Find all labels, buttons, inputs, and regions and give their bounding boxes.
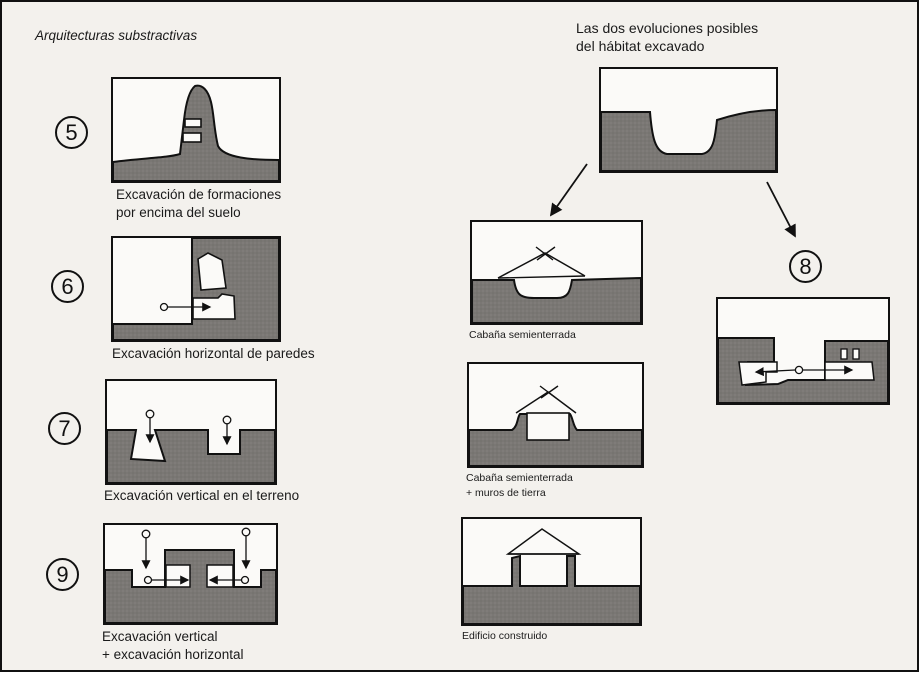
panel-9-number: 9: [46, 558, 79, 591]
panel-7-figure: [105, 379, 277, 485]
panel-7-number: 7: [48, 412, 81, 445]
panel-6-figure: [111, 236, 281, 342]
panel-6-number: 6: [51, 270, 84, 303]
right-header-line-1: Las dos evoluciones posibles: [576, 20, 759, 36]
half-buried-hut-figure: [470, 220, 643, 325]
hut-earth-walls-caption-line-2: + muros de tierra: [466, 487, 546, 499]
panel-5-number: 5: [55, 116, 88, 149]
panel-8-number: 8: [789, 250, 822, 283]
excavated-habitat-figure: [549, 67, 796, 238]
panel-7-caption: Excavación vertical en el terreno: [104, 488, 300, 503]
panel-9-caption-line-1: Excavación vertical: [102, 629, 218, 644]
hut-earth-walls-figure: [467, 362, 644, 468]
page-title: Arquitecturas substractivas: [35, 28, 198, 43]
built-building-figure: [461, 517, 642, 626]
panel-5-caption-line-2: por encima del suelo: [116, 205, 241, 220]
right-header-line-2: del hábitat excavado: [576, 38, 705, 54]
panel-6-caption: Excavación horizontal de paredes: [112, 346, 315, 361]
half-buried-hut-caption: Cabaña semienterrada: [469, 329, 576, 341]
hut-earth-walls-caption-line-1: Cabaña semienterrada: [466, 472, 573, 484]
built-building-caption: Edificio construido: [462, 630, 548, 642]
panel-9-figure: [103, 523, 278, 625]
panel-9-caption-line-2: + excavación horizontal: [102, 647, 244, 662]
panel-5-figure: [111, 77, 281, 183]
panel-8-figure: [716, 297, 890, 405]
panel-5-caption-line-1: Excavación de formaciones: [116, 187, 282, 202]
